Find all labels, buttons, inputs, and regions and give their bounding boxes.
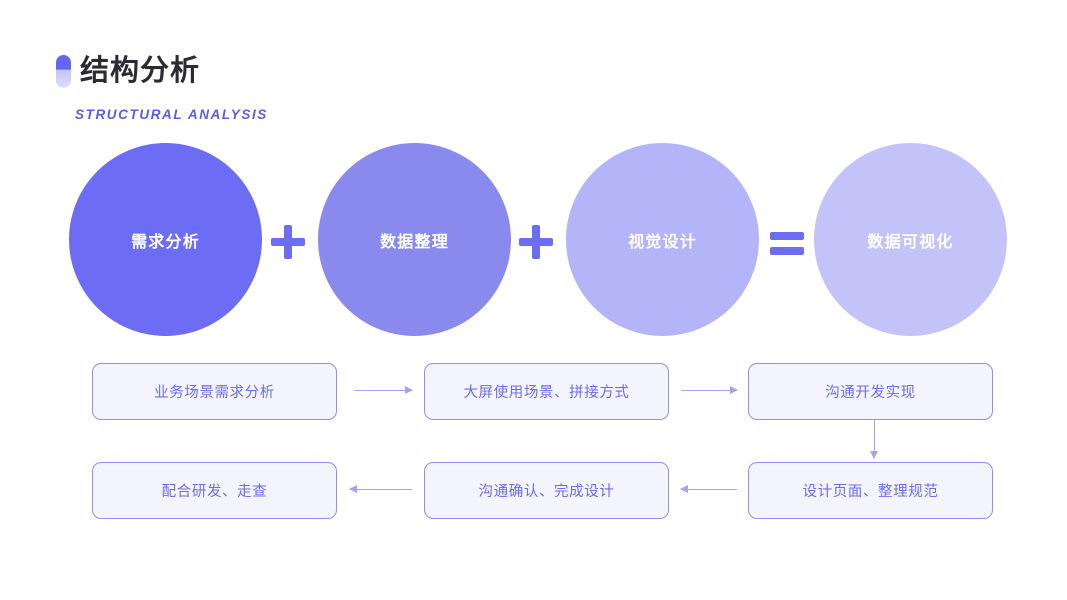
- flow-arrow-down-icon: [869, 420, 880, 459]
- flow-step-label: 业务场景需求分析: [154, 385, 275, 401]
- page-header: 结构分析 STRUCTURAL ANALYSIS: [56, 50, 556, 122]
- operator-plus-icon: [271, 225, 305, 259]
- flow-step-4[interactable]: 设计页面、整理规范: [748, 462, 993, 519]
- flow-step-2[interactable]: 大屏使用场景、拼接方式: [424, 363, 669, 420]
- arrow-head: [405, 386, 413, 394]
- operator-equals-icon: [770, 225, 804, 259]
- arrow-head: [870, 451, 878, 459]
- equals-bottom-bar: [770, 247, 804, 255]
- page-title: 结构分析: [80, 54, 201, 87]
- flow-step-label: 大屏使用场景、拼接方式: [463, 385, 630, 401]
- equation-circle-4[interactable]: 数据可视化: [814, 143, 1007, 336]
- flow-step-label: 沟通开发实现: [825, 385, 916, 401]
- arrow-head: [680, 485, 688, 493]
- equation-circle-3[interactable]: 视觉设计: [566, 143, 759, 336]
- arrow-line: [874, 420, 876, 458]
- equation-circle-1[interactable]: 需求分析: [69, 143, 262, 336]
- flow-step-3[interactable]: 沟通开发实现: [748, 363, 993, 420]
- plus-vertical-bar: [532, 225, 540, 259]
- flow-step-6[interactable]: 配合研发、走查: [92, 462, 337, 519]
- flow-arrow-right-icon: [681, 385, 738, 396]
- arrow-line: [681, 489, 737, 491]
- flow-arrow-left-icon: [680, 484, 737, 495]
- flow-arrow-left-icon: [349, 484, 412, 495]
- flow-step-label: 设计页面、整理规范: [802, 484, 939, 500]
- flow-arrow-right-icon: [354, 385, 413, 396]
- flow-step-label: 沟通确认、完成设计: [478, 484, 615, 500]
- equation-circle-label: 数据可视化: [867, 233, 954, 251]
- equals-top-bar: [770, 232, 804, 240]
- equation-circle-label: 数据整理: [380, 233, 449, 251]
- arrow-head: [730, 386, 738, 394]
- flow-step-label: 配合研发、走查: [161, 484, 268, 500]
- equation-circle-label: 需求分析: [131, 233, 200, 251]
- page-subtitle: STRUCTURAL ANALYSIS: [75, 107, 268, 122]
- pill-marker-icon: [56, 54, 71, 88]
- process-flow: 业务场景需求分析 大屏使用场景、拼接方式 沟通开发实现 设计页面、整理规范 沟通…: [0, 363, 1067, 523]
- equation-circle-2[interactable]: 数据整理: [318, 143, 511, 336]
- equation-row: 需求分析 数据整理 视觉设计 数据可视化: [0, 143, 1067, 339]
- title-row: 结构分析: [56, 50, 556, 92]
- arrow-line: [681, 390, 737, 392]
- equation-circle-label: 视觉设计: [628, 233, 697, 251]
- flow-step-1[interactable]: 业务场景需求分析: [92, 363, 337, 420]
- operator-plus-icon: [519, 225, 553, 259]
- arrow-line: [350, 489, 412, 491]
- arrow-head: [349, 485, 357, 493]
- plus-vertical-bar: [284, 225, 292, 259]
- flow-step-5[interactable]: 沟通确认、完成设计: [424, 462, 669, 519]
- arrow-line: [354, 390, 412, 392]
